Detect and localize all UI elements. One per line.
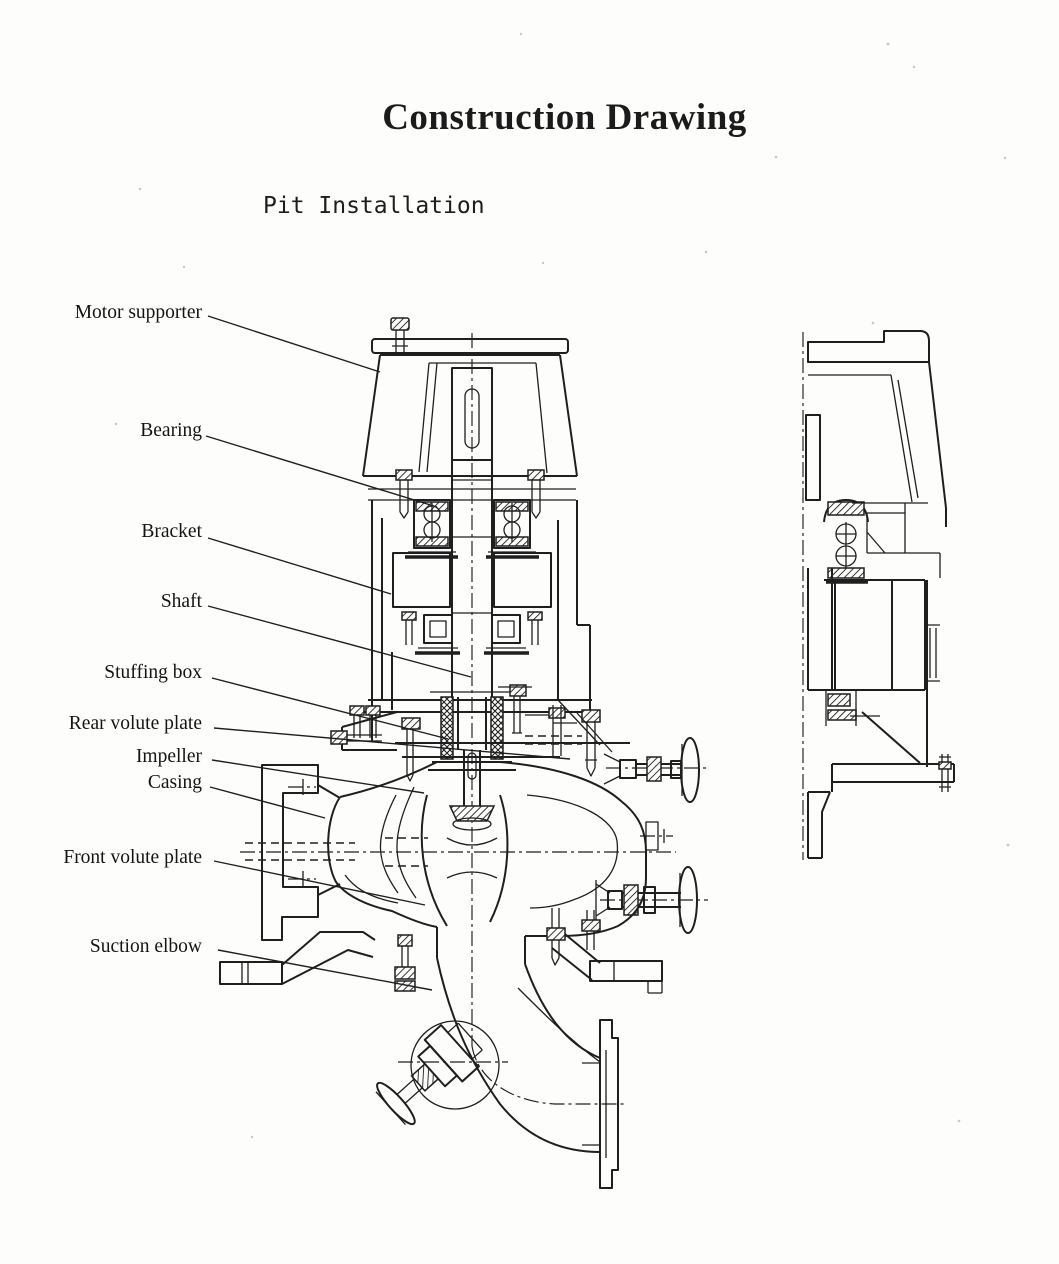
housing-stud-left	[395, 469, 413, 519]
bracket-stud-left	[401, 611, 417, 645]
label-front-volute-plate: Front volute plate	[63, 847, 202, 868]
support-bar-right	[589, 960, 663, 982]
label-stuffing-box: Stuffing box	[104, 662, 202, 683]
side-tie-rod	[926, 624, 940, 682]
front-section-view	[219, 317, 708, 1189]
bracket	[360, 460, 598, 742]
upper-swing-bolt	[603, 737, 708, 803]
cap-bolt	[390, 317, 410, 355]
casing-boss	[640, 821, 673, 851]
volute-casing	[240, 742, 676, 937]
casing-stud-b	[546, 908, 566, 966]
side-bracket	[807, 502, 941, 767]
supporter-inner-lines	[418, 362, 548, 474]
impeller	[420, 697, 509, 927]
side-motor-supporter	[805, 330, 947, 527]
label-rear-volute-plate: Rear volute plate	[68, 713, 202, 734]
supporter-outline	[362, 354, 578, 477]
lower-bearing	[415, 614, 529, 655]
hanging-bolt	[581, 709, 601, 777]
elbow-inner-curve	[436, 957, 601, 1153]
bracket-block-left	[392, 552, 451, 608]
leader-motor-supporter	[207, 315, 381, 373]
bearing-housing-plate	[368, 469, 576, 519]
outlet-flange	[599, 1019, 619, 1189]
leader-bearing	[205, 435, 438, 508]
housing-stud-right	[527, 469, 545, 519]
bracket-block-right	[493, 552, 552, 608]
gland-stud-right	[509, 684, 527, 734]
side-elevation-view	[802, 330, 955, 860]
leader-shaft	[207, 605, 472, 678]
scan-speckles	[114, 32, 1010, 1139]
cover-stud	[548, 705, 566, 756]
label-bearing: Bearing	[140, 420, 202, 441]
label-shaft: Shaft	[160, 591, 202, 612]
leader-stuffing-box	[211, 677, 449, 740]
label-bracket: Bracket	[141, 521, 202, 542]
leader-casing	[209, 786, 326, 819]
casing-stud-a	[394, 934, 416, 992]
label-suction-elbow: Suction elbow	[89, 936, 202, 957]
lower-swing-bolt	[595, 866, 708, 934]
bracket-stud-right	[527, 611, 543, 645]
packing-right	[490, 696, 504, 760]
leader-lines	[205, 315, 571, 991]
leader-rear-volute-plate	[213, 727, 571, 760]
label-impeller: Impeller	[135, 746, 202, 767]
support-bar-left	[219, 961, 283, 985]
hidden-bore-lines	[245, 837, 428, 867]
supporter-top-cap	[371, 338, 569, 354]
leader-impeller	[211, 759, 425, 794]
shaft-tower	[451, 367, 493, 461]
packing-left	[440, 696, 454, 760]
elbow-centerline	[471, 1045, 624, 1105]
valve-handwheel	[376, 1081, 416, 1126]
drain-valve	[375, 1022, 483, 1126]
shaft-lower	[457, 697, 487, 806]
volute-channel	[526, 794, 619, 909]
label-casing: Casing	[147, 772, 202, 793]
side-flange-bolt	[938, 754, 952, 792]
shaft-keyway	[464, 388, 480, 449]
shaft-lower-keyway	[467, 752, 477, 780]
casing-stud-c	[581, 910, 601, 950]
shaft-mid	[451, 460, 493, 700]
valve-boss-circle	[410, 1020, 500, 1110]
motor-supporter	[362, 317, 578, 477]
leader-suction-elbow	[217, 949, 433, 991]
suction-elbow	[375, 927, 624, 1189]
casing-left-lobe	[327, 761, 438, 928]
bracket-bottom-flange	[360, 652, 598, 713]
shaft-top	[451, 367, 493, 461]
side-bearing	[823, 499, 869, 584]
suction-eye-curves	[379, 786, 417, 899]
swing-bolt-disc	[678, 866, 698, 934]
drawing-subtitle: Pit Installation	[263, 193, 485, 219]
page-title: Construction Drawing	[382, 97, 747, 138]
elbow-outer-curve	[524, 963, 601, 1059]
impeller-nut	[448, 805, 496, 822]
gland-arm-left	[330, 705, 398, 751]
swing-bolt-disc	[680, 737, 700, 803]
side-base-flange	[807, 754, 955, 859]
label-motor-supporter: Motor supporter	[74, 302, 202, 323]
casing-supports	[219, 908, 663, 994]
leader-bracket	[207, 537, 392, 595]
leader-front-volute-plate	[213, 860, 426, 906]
bracket-walls	[371, 500, 591, 742]
